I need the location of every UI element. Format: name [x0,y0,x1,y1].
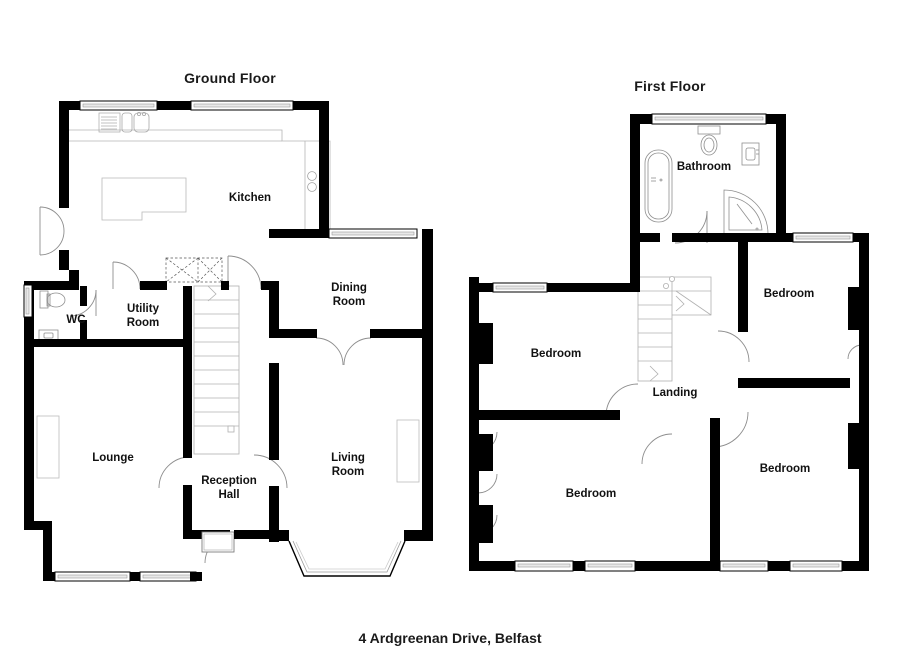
ff-window-bedroom-rear-top [792,232,854,243]
gf-fittings [36,112,420,483]
room-label-dining-room-line2: Room [333,296,366,308]
gf-door-swings [39,206,372,564]
room-label-utility-room-line2: Room [127,317,160,329]
gf-window-lounge-1 [54,571,131,582]
ff-window-front-3 [719,560,769,572]
room-label-bedroom-front-left: Bedroom [566,488,616,500]
ff-fittings [477,125,769,535]
ff-window-front-2 [584,560,636,572]
room-label-living-room: Living [331,452,365,464]
room-label-utility-room: Utility [127,303,160,315]
ff-room-labels: Bathroom Bedroom Bedroom Landing Bedroom… [531,161,814,500]
room-label-bathroom: Bathroom [677,161,731,173]
ff-window-front-1 [514,560,574,572]
gf-room-labels: Kitchen Dining Room WC Utility Room Loun… [66,192,366,501]
room-label-lounge: Lounge [92,452,134,464]
first-floor-title: First Floor [634,78,706,94]
gf-window-kitchen-2 [190,100,294,111]
ff-window-front-4 [789,560,843,572]
room-label-bedroom-rear: Bedroom [764,288,814,300]
room-label-wc: WC [66,314,85,326]
room-label-landing: Landing [653,387,698,399]
room-label-bedroom-front-right: Bedroom [760,463,810,475]
ff-walls [469,113,869,572]
gf-walls [23,100,433,582]
room-label-bedroom-left: Bedroom [531,348,581,360]
gf-bay-window-living-room [288,540,406,577]
room-label-reception-hall-line2: Hall [218,489,239,501]
room-label-reception-hall: Reception [201,475,257,487]
room-label-kitchen: Kitchen [229,192,271,204]
gf-window-kitchen-1 [79,100,158,111]
ff-door-swings [605,210,863,465]
gf-window-lounge-2 [139,571,197,582]
ground-floor-title: Ground Floor [184,70,276,86]
ff-window-bathroom [651,113,767,125]
room-label-dining-room: Dining [331,282,367,294]
gf-front-door [201,531,235,553]
room-label-living-room-line2: Room [332,466,365,478]
gf-window-dining-top [328,228,418,239]
gf-window-wc [23,284,33,318]
plan-title: 4 Ardgreenan Drive, Belfast [358,630,542,646]
ff-window-bedroom-left [492,282,548,293]
